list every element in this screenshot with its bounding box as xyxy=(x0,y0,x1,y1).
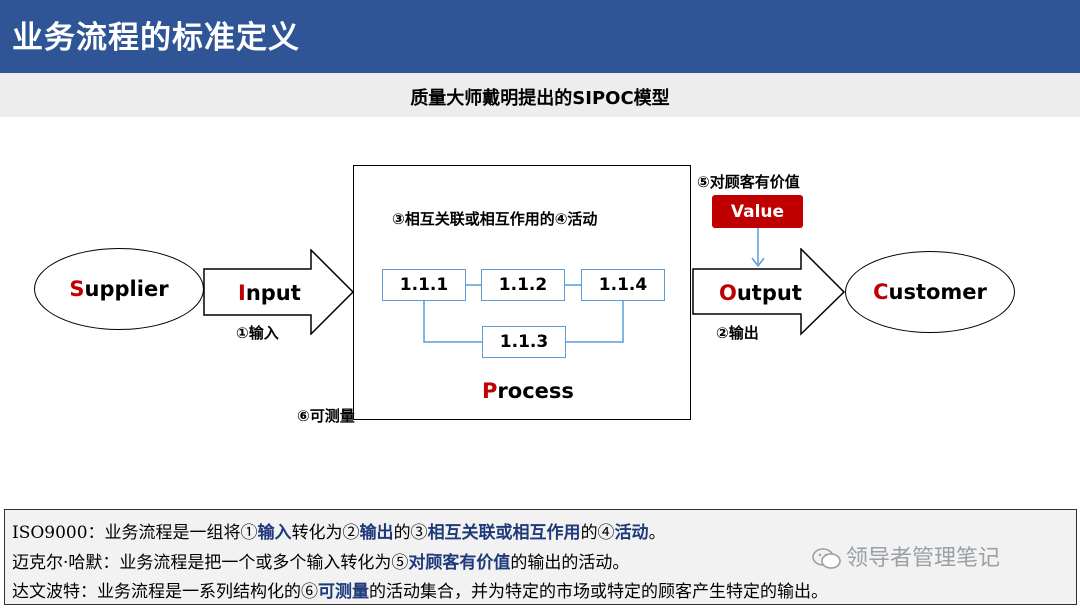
step-box-1: 1.1.1 xyxy=(382,269,466,301)
step-box-4: 1.1.4 xyxy=(581,269,665,301)
input-caption: ①输入 xyxy=(236,324,279,342)
value-badge: Value xyxy=(712,195,803,228)
diagram-title: 质量大师戴明提出的SIPOC模型 xyxy=(410,88,670,109)
wechat-icon xyxy=(812,548,841,569)
output-label: Output xyxy=(719,281,802,305)
output-arrow xyxy=(692,248,846,336)
subheader-bar: 质量大师戴明提出的SIPOC模型 xyxy=(0,73,1080,117)
watermark: 领导者管理笔记 xyxy=(812,540,1000,572)
step-box-3: 1.1.3 xyxy=(482,326,566,358)
definitions-box: ISO9000：业务流程是一组将①输入转化为②输出的③相互关联或相互作用的④活动… xyxy=(4,509,1077,605)
process-label: Process xyxy=(482,379,574,403)
definition-hammer: 迈克尔·哈默：业务流程是把一个或多个输入转化为⑤对顾客有价值的输出的活动。 xyxy=(12,553,630,573)
step-connectors xyxy=(423,284,624,343)
supplier-label: Supplier xyxy=(69,277,169,301)
process-caption: ③相互关联或相互作用的④活动 xyxy=(392,210,598,228)
supplier-ellipse: Supplier xyxy=(34,248,204,330)
header-bar: 业务流程的标准定义 xyxy=(0,0,1080,73)
customer-label: Customer xyxy=(873,280,987,304)
page-title: 业务流程的标准定义 xyxy=(12,20,300,56)
definition-iso9000: ISO9000：业务流程是一组将①输入转化为②输出的③相互关联或相互作用的④活动… xyxy=(12,523,666,543)
measurable-caption: ⑥可测量 xyxy=(297,407,355,425)
value-down-arrow-icon xyxy=(751,228,765,268)
output-caption: ②输出 xyxy=(716,324,759,342)
customer-ellipse: Customer xyxy=(845,251,1015,333)
value-caption: ⑤对顾客有价值 xyxy=(697,173,800,191)
step-box-2: 1.1.2 xyxy=(481,269,565,301)
input-arrow xyxy=(203,249,355,335)
input-label: Input xyxy=(238,281,301,305)
definition-davenport: 达文波特：业务流程是一系列结构化的⑥可测量的活动集合，并为特定的市场或特定的顾客… xyxy=(12,582,828,602)
